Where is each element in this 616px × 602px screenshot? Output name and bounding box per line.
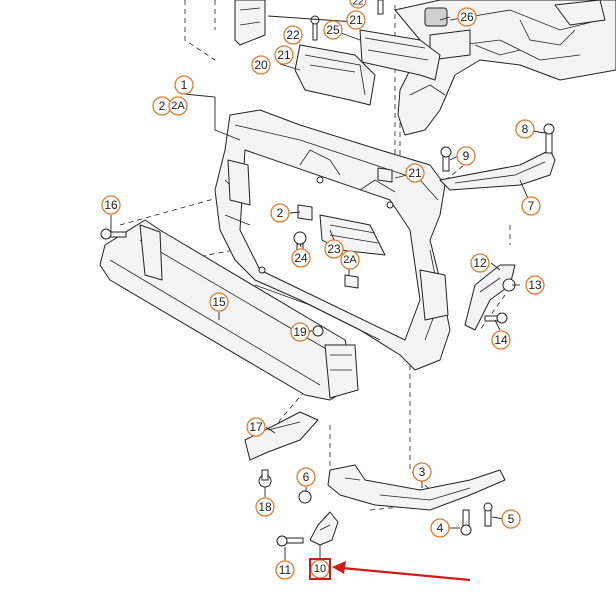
callout-label-11: 11 — [279, 563, 292, 577]
callout-label-14: 14 — [494, 333, 508, 347]
callout-label-25: 25 — [326, 23, 340, 37]
callout-label-20: 20 — [254, 58, 268, 72]
side-bracket-right — [439, 149, 556, 191]
callout-15: 15 — [209, 292, 229, 312]
callout-2a-top: 2A — [168, 96, 188, 116]
callout-label-17: 17 — [249, 420, 263, 434]
callout-5: 5 — [501, 509, 521, 529]
callout-label-12: 12 — [473, 256, 487, 270]
callout-6: 6 — [296, 467, 316, 487]
callout-label-5: 5 — [508, 512, 515, 526]
body-front-structure — [394, 0, 616, 136]
callout-label-3: 3 — [419, 465, 426, 479]
callout-label-2-top: 2 — [159, 99, 166, 113]
bumper-crossmember — [99, 219, 359, 401]
callout-label-18: 18 — [258, 500, 272, 514]
callout-label-10: 10 — [314, 563, 326, 575]
callout-17: 17 — [246, 417, 266, 437]
callout-label-2: 2 — [277, 206, 284, 220]
callout-label-22-b: 22 — [352, 0, 364, 8]
callout-label-2a-top: 2A — [171, 100, 185, 112]
callout-3: 3 — [412, 462, 432, 482]
callout-label-26: 26 — [460, 10, 474, 24]
callout-16: 16 — [101, 195, 121, 215]
callout-label-21-a: 21 — [277, 48, 291, 62]
callout-2-top: 2 — [152, 96, 172, 116]
callout-label-23: 23 — [327, 242, 341, 256]
callout-label-13: 13 — [528, 278, 542, 292]
callout-24: 24 — [291, 248, 311, 268]
callout-label-24: 24 — [294, 251, 308, 265]
callout-13: 13 — [525, 275, 545, 295]
callout-8: 8 — [515, 119, 535, 139]
callout-label-15: 15 — [212, 295, 226, 309]
clips — [297, 167, 393, 289]
callout-22-a: 22 — [283, 25, 303, 45]
callout-2a: 2A — [340, 250, 360, 270]
callout-21-c: 21 — [405, 163, 425, 183]
callout-11: 11 — [275, 560, 295, 580]
highlight-arrow — [332, 561, 471, 582]
callout-label-7: 7 — [528, 199, 535, 213]
callout-label-19: 19 — [293, 325, 307, 339]
fasteners — [100, 0, 555, 547]
callout-9: 9 — [456, 146, 476, 166]
lower-components — [244, 411, 506, 546]
callout-22-b: 22 — [349, 0, 367, 9]
air-ducts — [234, 0, 441, 106]
callout-label-16: 16 — [104, 198, 118, 212]
callout-20: 20 — [251, 55, 271, 75]
callout-label-6: 6 — [303, 470, 310, 484]
callout-12: 12 — [470, 253, 490, 273]
callout-26: 26 — [457, 7, 477, 27]
callout-21-b: 21 — [346, 10, 366, 30]
callout-19: 19 — [290, 322, 310, 342]
callout-25: 25 — [323, 20, 343, 40]
callout-label-2a: 2A — [343, 254, 357, 266]
callout-label-1: 1 — [181, 78, 188, 92]
callout-1: 1 — [174, 75, 194, 95]
callout-4: 4 — [430, 518, 450, 538]
callout-label-8: 8 — [522, 122, 529, 136]
callout-21-a: 21 — [274, 45, 294, 65]
callout-label-22-a: 22 — [286, 28, 300, 42]
callout-2: 2 — [270, 203, 290, 223]
callout-label-21-c: 21 — [408, 166, 422, 180]
callout-label-21-b: 21 — [349, 13, 363, 27]
callout-10-highlighted: 10 — [309, 558, 331, 580]
mount-bracket — [464, 264, 516, 331]
callout-7: 7 — [521, 196, 541, 216]
callout-label-9: 9 — [463, 149, 470, 163]
callout-23: 23 — [324, 239, 344, 259]
highlight-box — [309, 558, 331, 580]
callout-label-4: 4 — [437, 521, 444, 535]
callout-18: 18 — [255, 497, 275, 517]
callout-14: 14 — [491, 330, 511, 350]
